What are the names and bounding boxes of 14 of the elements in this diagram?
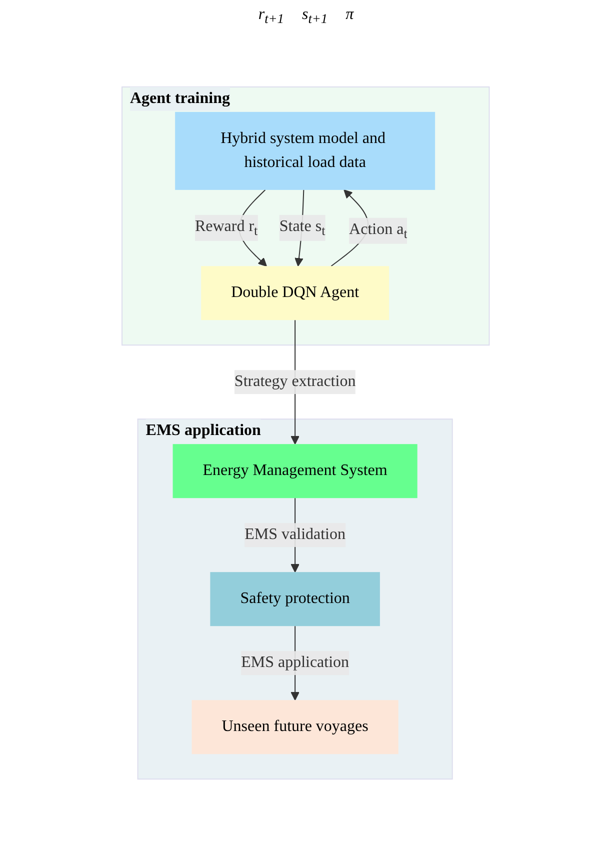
edge-label: EMS application: [241, 654, 350, 672]
variable-label: π: [346, 6, 354, 25]
node-box: Safety protection: [210, 572, 380, 626]
edge-label: Strategy extraction: [234, 373, 356, 390]
node-box: Hybrid system model and historical load data: [175, 112, 436, 190]
edge-label: EMS validation: [244, 526, 346, 544]
node-box: Unseen future voyages: [192, 700, 399, 754]
node-box: Energy Management System: [173, 444, 418, 498]
variable-label: s$_{t+1}$: [302, 6, 328, 28]
variable-label: r$_{t+1}$: [258, 6, 284, 28]
edge-label: Reward r$_{t}$: [195, 218, 258, 238]
node-box: Double DQN Agent: [201, 266, 390, 320]
edge-label: Action a$_{t}$: [349, 221, 408, 242]
edge-label: State s$_{t}$: [280, 218, 326, 238]
